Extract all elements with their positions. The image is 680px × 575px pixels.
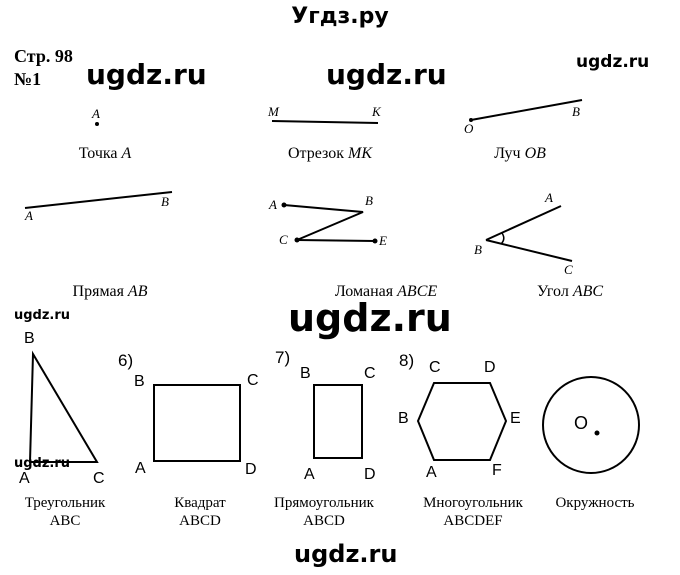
caption-angle-letters: ABC — [572, 283, 604, 300]
point-a-label: A — [92, 106, 100, 121]
polygon-c-label: C — [429, 359, 441, 376]
polyline-e-label: E — [379, 233, 387, 248]
caption-polygon-line1: Многоугольник — [423, 495, 523, 511]
polygon-b-label: B — [398, 410, 409, 427]
item-number-8: 8) — [399, 351, 415, 370]
caption-rectangle-line2: ABCD — [303, 513, 345, 529]
site-title: Угдз.ру — [291, 4, 389, 29]
angle-ray-ba — [485, 205, 562, 241]
watermark: ugdz.ru — [288, 296, 452, 340]
caption-ray: Луч OB — [460, 145, 580, 163]
caption-ray-letters: OB — [524, 145, 546, 162]
polyline-c-label: C — [279, 232, 288, 247]
watermark: ugdz.ru — [294, 540, 398, 568]
task-number: №1 — [14, 69, 42, 89]
watermark: ugdz.ru — [326, 58, 447, 91]
caption-angle: Угол ABC — [500, 283, 640, 301]
polyline-dot-a — [281, 202, 287, 208]
square-abcd — [153, 384, 241, 462]
caption-segment: Отрезок MK — [260, 145, 400, 163]
caption-triangle-line1: Треугольник — [24, 495, 106, 511]
caption-line: Прямая AB — [40, 283, 180, 301]
polyline-dot-e — [372, 238, 378, 244]
triangle-a-label: A — [19, 470, 30, 487]
caption-line-letters: AB — [127, 283, 148, 300]
polygon-abcdef — [416, 382, 508, 461]
watermark: ugdz.ru — [576, 52, 650, 72]
angle-arc — [500, 232, 505, 245]
polygon-f-label: F — [492, 462, 502, 479]
circle-outline — [542, 376, 640, 474]
angle-ray-bc — [485, 239, 573, 262]
caption-line-text: Прямая — [72, 283, 124, 300]
angle-a-label: A — [545, 190, 553, 205]
segment-k-label: K — [372, 104, 381, 119]
line-a-label: A — [25, 208, 33, 223]
polyline-abce — [283, 204, 376, 242]
caption-square: Квадрат ABCD — [145, 494, 255, 530]
page-number: Стр. 98 — [14, 46, 73, 66]
caption-triangle-line2: ABC — [49, 513, 81, 529]
rectangle-a-label: A — [304, 466, 315, 483]
angle-b-label: B — [474, 242, 482, 257]
caption-polygon: Многоугольник ABCDEF — [408, 494, 538, 530]
rectangle-c-label: C — [364, 365, 376, 382]
square-d-label: D — [245, 461, 257, 478]
caption-polyline-letters: ABCE — [397, 283, 438, 300]
caption-square-line1: Квадрат — [174, 495, 226, 511]
segment-m-label: M — [268, 104, 279, 119]
caption-circle-line1: Окружность — [555, 495, 635, 511]
point-a-dot — [95, 122, 99, 126]
caption-polyline: Ломаная ABCE — [306, 283, 466, 301]
segment-mk — [271, 120, 379, 124]
square-a-label: A — [135, 460, 146, 477]
watermark: ugdz.ru — [14, 308, 71, 323]
caption-point: Точка A — [40, 145, 170, 163]
watermark: ugdz.ru — [14, 456, 71, 471]
item-number-6: 6) — [118, 351, 134, 370]
triangle-c-label: C — [93, 470, 105, 487]
polyline-dot-c — [294, 237, 300, 243]
caption-rectangle-line1: Прямоугольник — [274, 495, 374, 511]
caption-polygon-line2: ABCDEF — [443, 513, 503, 529]
polyline-a-label: A — [269, 197, 277, 212]
caption-circle: Окружность — [540, 494, 650, 512]
polygon-a-label: A — [426, 464, 437, 481]
ray-ob — [470, 99, 583, 121]
square-b-label: B — [134, 373, 145, 390]
caption-point-text: Точка — [78, 145, 118, 162]
watermark: ugdz.ru — [86, 58, 207, 91]
rectangle-b-label: B — [300, 365, 311, 382]
polyline-b-label: B — [365, 193, 373, 208]
polygon-e-label: E — [510, 410, 521, 427]
ray-o-label: O — [464, 121, 474, 136]
caption-segment-letters: MK — [348, 145, 373, 162]
caption-angle-text: Угол — [536, 283, 569, 300]
caption-ray-text: Луч — [494, 145, 521, 162]
circle-center-dot — [594, 430, 600, 436]
circle-o-label: O — [574, 413, 589, 433]
caption-point-letter: A — [121, 145, 132, 162]
caption-polyline-text: Ломаная — [334, 283, 394, 300]
line-b-label: B — [161, 194, 169, 209]
triangle-abc — [28, 350, 99, 463]
angle-c-label: C — [564, 262, 573, 277]
caption-square-line2: ABCD — [179, 513, 221, 529]
caption-segment-text: Отрезок — [287, 145, 345, 162]
rectangle-abcd — [313, 384, 363, 459]
ray-b-label: B — [572, 104, 580, 119]
square-c-label: C — [247, 372, 259, 389]
rectangle-d-label: D — [364, 466, 376, 483]
item-number-7: 7) — [275, 348, 291, 367]
polygon-d-label: D — [484, 359, 496, 376]
caption-rectangle: Прямоугольник ABCD — [254, 494, 394, 530]
caption-triangle: Треугольник ABC — [10, 494, 120, 530]
triangle-b-label: B — [24, 330, 35, 347]
line-ab — [24, 191, 173, 209]
